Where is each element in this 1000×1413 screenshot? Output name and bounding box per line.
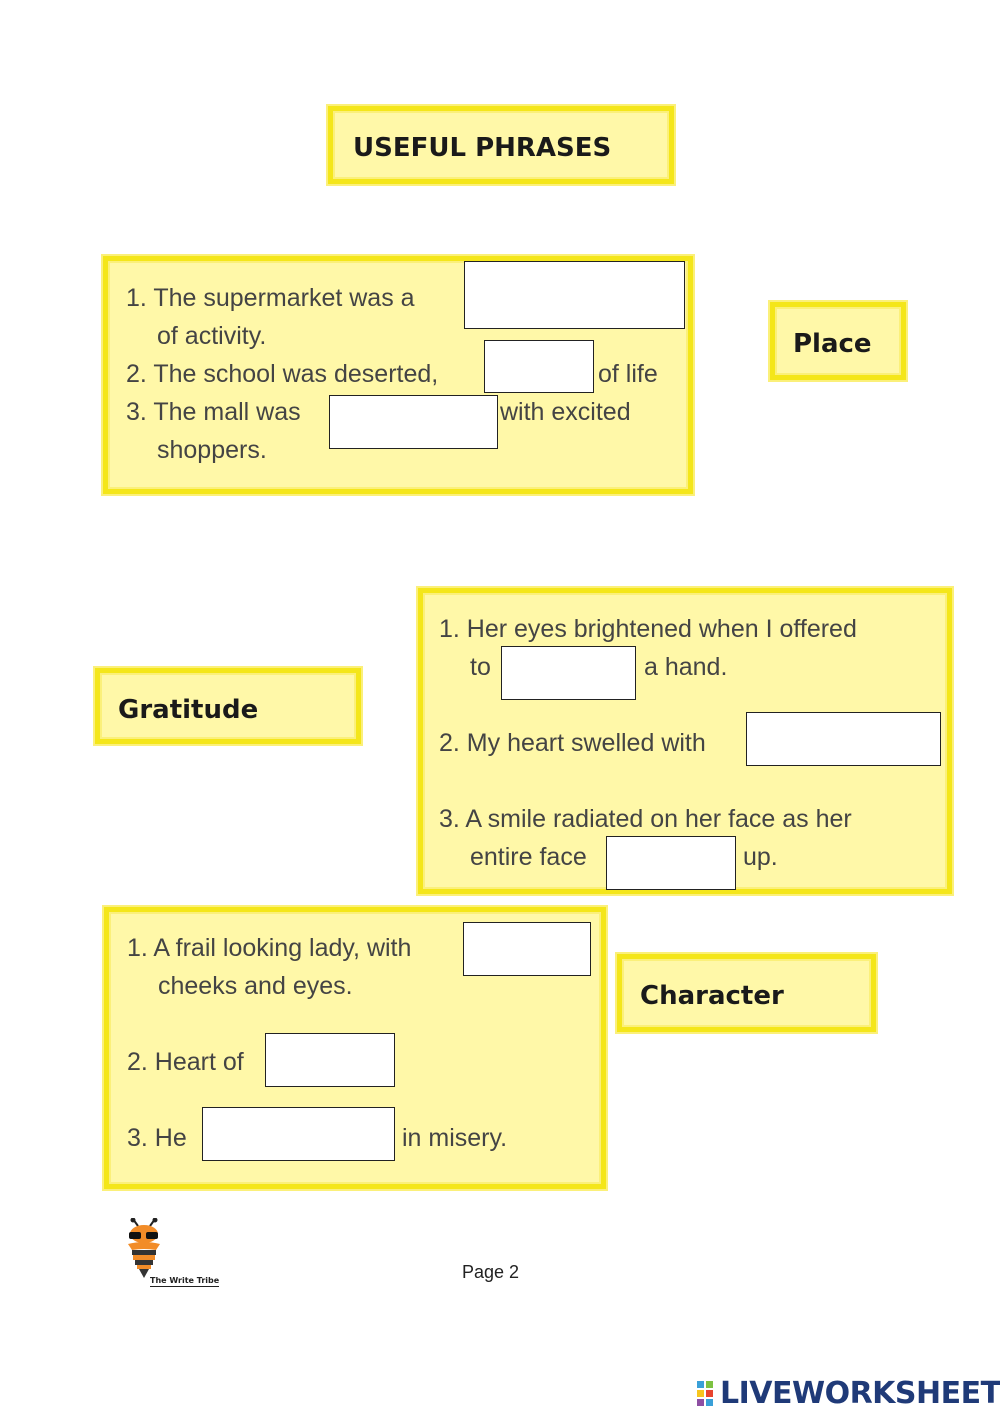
character-blank-2[interactable] [265, 1033, 395, 1087]
write-tribe-logo: The Write Tribe [118, 1217, 228, 1293]
place-label: Place [793, 329, 872, 359]
gratitude-line-1-to: to [470, 653, 491, 681]
character-line-3: 3. He [127, 1124, 187, 1152]
place-label-box: Place [770, 302, 906, 380]
gratitude-line-3-cont: entire face [470, 843, 587, 871]
character-label: Character [640, 981, 784, 1011]
page-title: USEFUL PHRASES [353, 133, 612, 163]
character-line-1-cont: cheeks and eyes. [158, 972, 353, 1000]
character-blank-1[interactable] [463, 922, 591, 976]
gratitude-label: Gratitude [118, 695, 259, 725]
character-line-2: 2. Heart of [127, 1048, 244, 1076]
title-box: USEFUL PHRASES [328, 106, 674, 184]
gratitude-line-1-post: a hand. [644, 653, 728, 681]
liveworksheets-brand[interactable]: LIVEWORKSHEETS [720, 1376, 1000, 1411]
gratitude-blank-1[interactable] [501, 646, 636, 700]
character-blank-3[interactable] [202, 1107, 395, 1161]
place-blank-2[interactable] [484, 340, 594, 393]
gratitude-line-2: 2. My heart swelled with [439, 729, 706, 757]
place-line-3-cont: shoppers. [157, 436, 267, 464]
gratitude-label-box: Gratitude [95, 668, 361, 744]
place-blank-1[interactable] [464, 261, 685, 329]
character-label-box: Character [617, 954, 876, 1032]
place-line-3: 3. The mall was [126, 398, 301, 426]
logo-text: The Write Tribe [150, 1276, 220, 1287]
place-line-1: 1. The supermarket was a [126, 284, 415, 312]
gratitude-line-1: 1. Her eyes brightened when I offered [439, 615, 857, 643]
gratitude-blank-3[interactable] [606, 836, 736, 890]
character-line-1: 1. A frail looking lady, with [127, 934, 412, 962]
bee-icon [128, 1217, 160, 1278]
place-line-2: 2. The school was deserted, [126, 360, 439, 388]
character-line-3-post: in misery. [402, 1124, 508, 1152]
place-line-2-post: of life [598, 360, 658, 388]
place-line-1-cont: of activity. [157, 322, 267, 350]
gratitude-line-3: 3. A smile radiated on her face as her [439, 805, 852, 833]
gratitude-blank-2[interactable] [746, 712, 941, 766]
liveworksheets-logo-icon [697, 1381, 723, 1407]
place-blank-3[interactable] [329, 395, 498, 449]
gratitude-line-3-post: up. [743, 843, 778, 871]
place-line-3-post: with excited [500, 398, 631, 426]
page-number: Page 2 [462, 1262, 520, 1282]
